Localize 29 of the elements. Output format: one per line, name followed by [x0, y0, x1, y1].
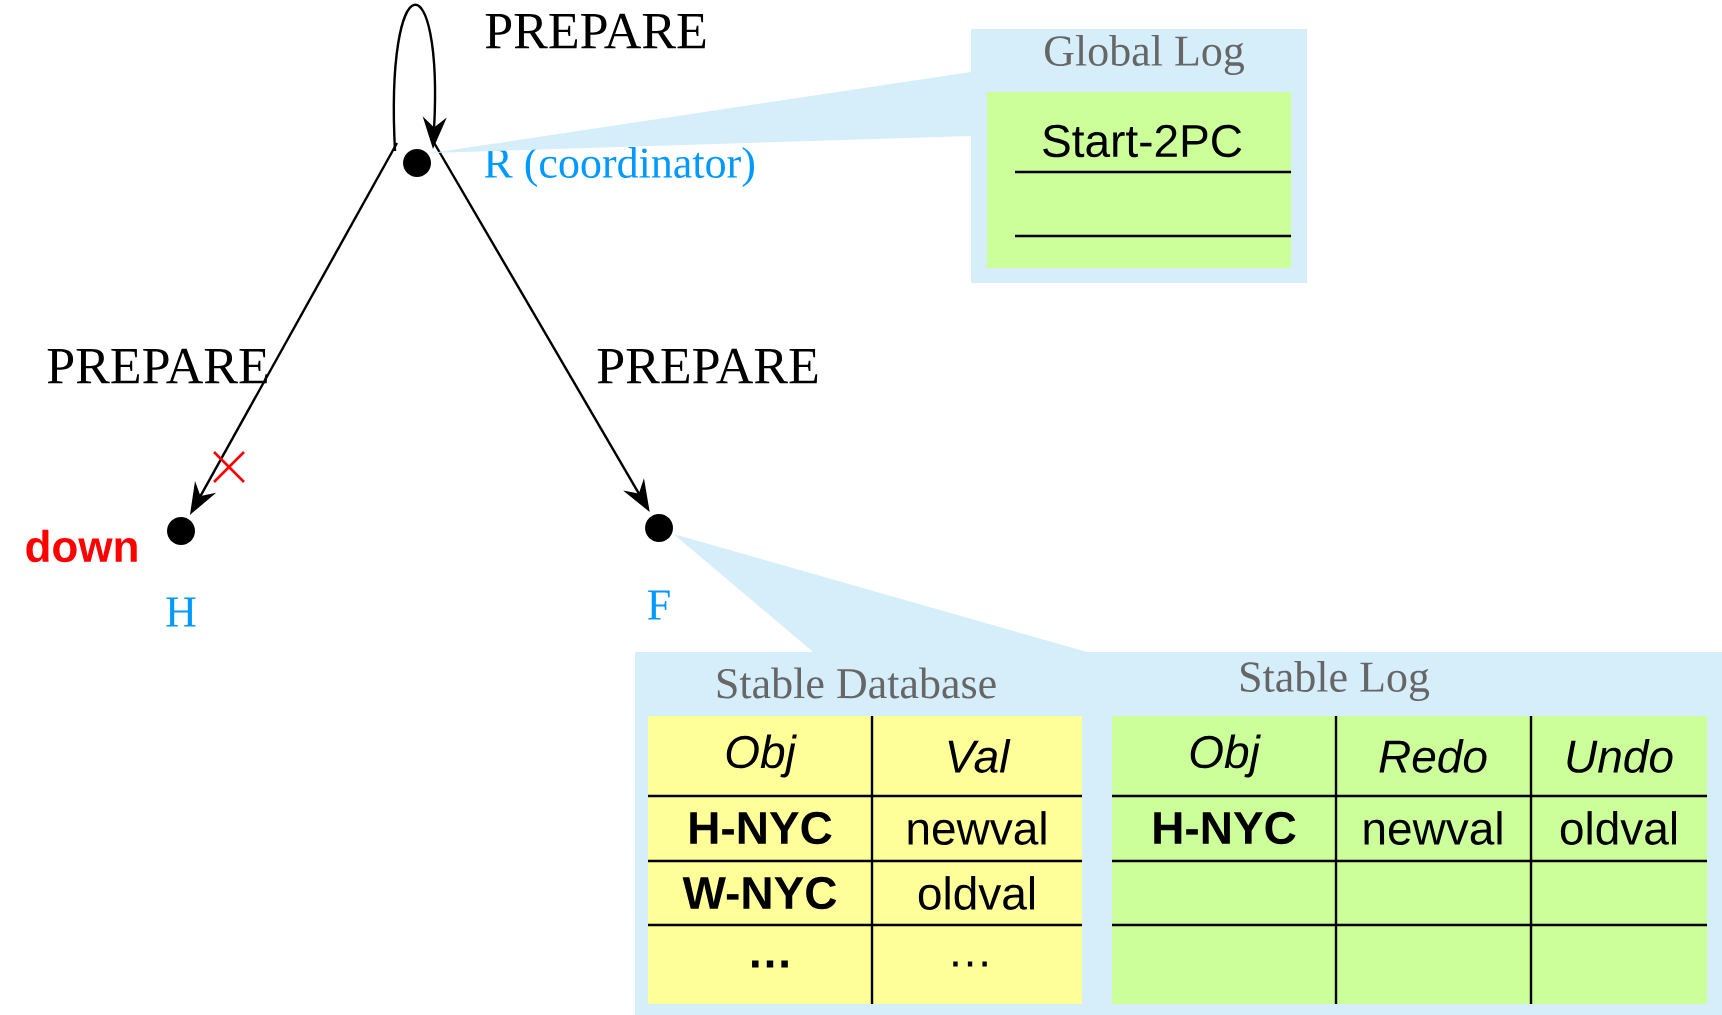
status-label: down: [26, 529, 137, 563]
table-cell: W-NYC: [682, 876, 837, 910]
table-cell: Undo: [1567, 739, 1673, 773]
log-table: [648, 716, 1082, 1004]
table-cell: oldval: [1560, 811, 1676, 845]
table-cell: newval: [908, 811, 1046, 845]
table-cell: Start-2PC: [1043, 124, 1242, 158]
callout-wedge: [673, 534, 1087, 652]
log-table: [987, 92, 1291, 268]
table-cell: …: [953, 961, 987, 967]
table-cell: newval: [1364, 811, 1502, 845]
node-label: F: [648, 590, 670, 620]
table-cell: H-NYC: [1154, 811, 1296, 845]
loop-arrow: [392, 4, 447, 152]
panel-title: Stable Log: [1241, 661, 1430, 701]
panel-title: Stable Database: [717, 667, 996, 699]
edge-label: PREPARE: [47, 348, 268, 384]
table-cell: Redo: [1379, 739, 1487, 773]
table-cell: oldval: [918, 876, 1034, 910]
table-cell: Obj: [1190, 734, 1261, 778]
edge-label: PREPARE: [485, 13, 706, 49]
edge-label: PREPARE: [597, 348, 818, 384]
log-table: [1112, 716, 1707, 1004]
table-cell: Obj: [726, 734, 797, 778]
panel-title: Global Log: [1045, 35, 1244, 75]
table-cell: Val: [948, 739, 1011, 773]
table-cell: H-NYC: [690, 811, 832, 845]
node-label: H: [166, 597, 196, 627]
table-cell: …: [752, 960, 788, 968]
